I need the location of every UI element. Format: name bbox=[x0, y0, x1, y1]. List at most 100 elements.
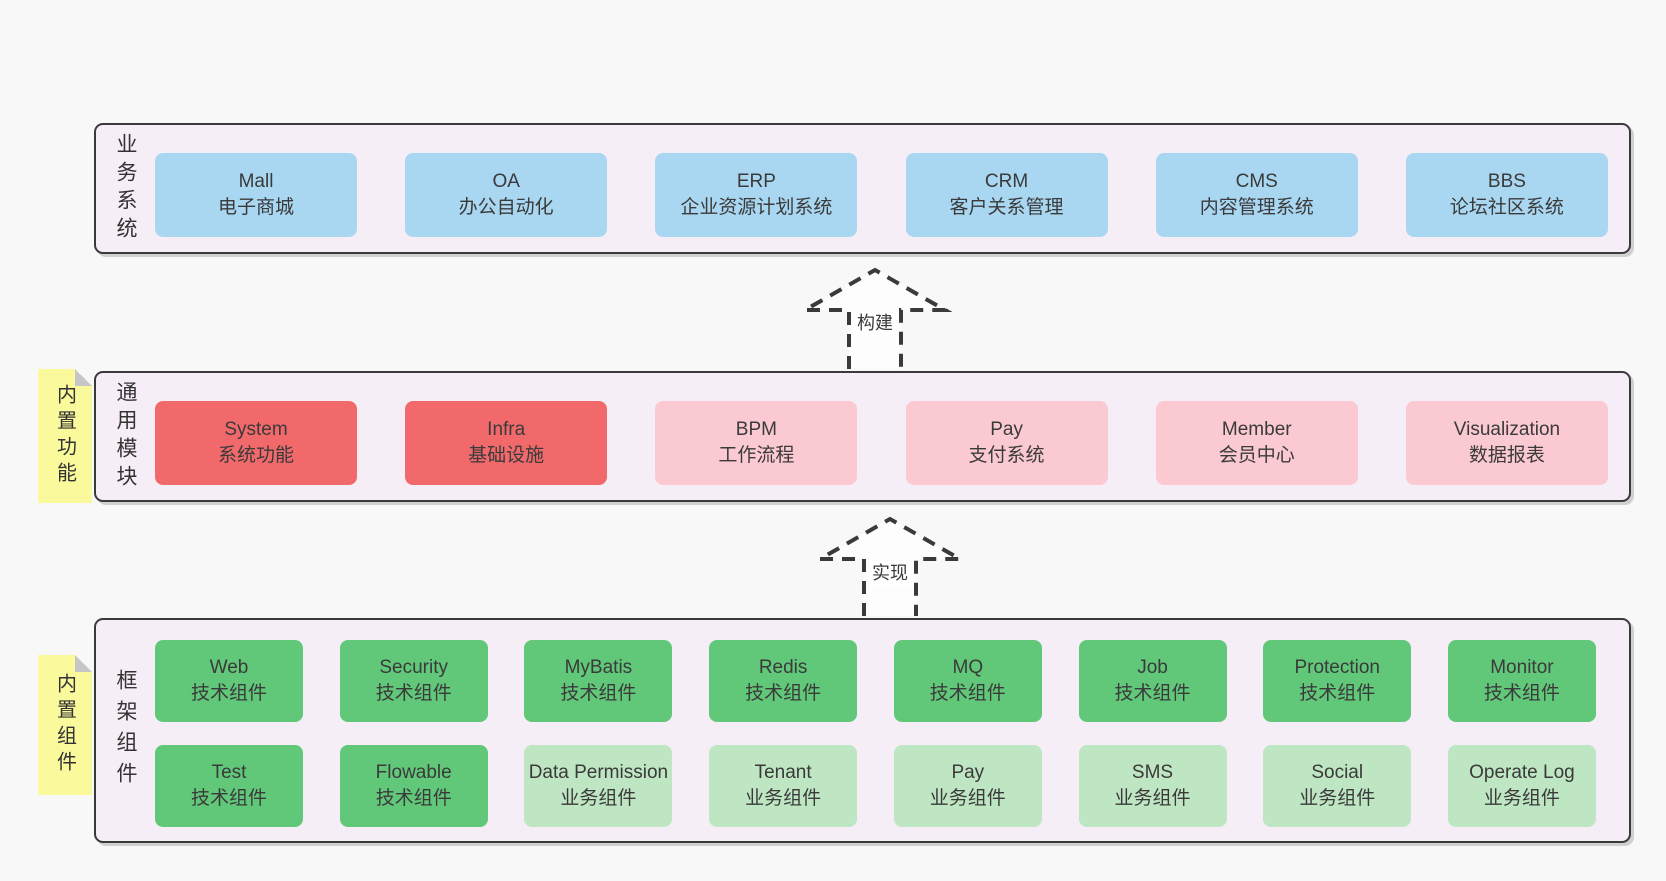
box-name: System bbox=[224, 418, 288, 440]
box-data-permission: Data Permission 业务组件 bbox=[524, 745, 673, 827]
box-crm: CRM 客户关系管理 bbox=[905, 153, 1108, 237]
sticky-note-label: 内置组件 bbox=[53, 673, 76, 777]
box-test: Test 技术组件 bbox=[155, 745, 303, 827]
box-oa: OA 办公自动化 bbox=[405, 153, 608, 237]
box-subtitle: 办公自动化 bbox=[458, 197, 554, 218]
box-name: MQ bbox=[952, 656, 984, 678]
arrow-label: 构建 bbox=[854, 311, 896, 337]
box-subtitle: 业务组件 bbox=[929, 788, 1006, 809]
box-subtitle: 业务组件 bbox=[1299, 788, 1376, 809]
box-pay-system: Pay 支付系统 bbox=[905, 401, 1108, 485]
box-subtitle: 工作流程 bbox=[718, 445, 795, 466]
sticky-note-builtin-features: 内置功能 bbox=[38, 369, 92, 503]
box-name: Web bbox=[209, 656, 249, 678]
box-name: OA bbox=[492, 170, 520, 192]
box-bpm: BPM 工作流程 bbox=[655, 401, 858, 485]
box-tenant: Tenant 业务组件 bbox=[709, 745, 858, 827]
box-monitor: Monitor 技术组件 bbox=[1447, 640, 1596, 722]
box-pay-component: Pay 业务组件 bbox=[893, 745, 1042, 827]
box-name: Operate Log bbox=[1469, 761, 1575, 783]
box-subtitle: 技术组件 bbox=[929, 683, 1006, 704]
box-name: Pay bbox=[990, 418, 1023, 440]
box-name: ERP bbox=[736, 170, 776, 192]
box-row: Mall 电子商城 OA 办公自动化 ERP 企业资源计划系统 CRM 客户关系… bbox=[155, 153, 1608, 237]
box-subtitle: 数据报表 bbox=[1468, 445, 1545, 466]
box-name: Tenant bbox=[754, 761, 812, 783]
box-name: Member bbox=[1221, 418, 1292, 440]
box-job: Job 技术组件 bbox=[1078, 640, 1227, 722]
box-name: Infra bbox=[487, 418, 526, 440]
box-system: System 系统功能 bbox=[155, 401, 357, 485]
box-member: Member 会员中心 bbox=[1155, 401, 1358, 485]
box-mybatis: MyBatis 技术组件 bbox=[524, 640, 673, 722]
box-subtitle: 客户关系管理 bbox=[949, 197, 1064, 218]
sticky-note-builtin-components: 内置组件 bbox=[38, 655, 92, 795]
box-security: Security 技术组件 bbox=[339, 640, 488, 722]
box-mq: MQ 技术组件 bbox=[893, 640, 1042, 722]
layer-common-modules: 通用模块 System 系统功能 Infra 基础设施 BPM 工作流程 Pay… bbox=[94, 371, 1631, 502]
box-subtitle: 技术组件 bbox=[375, 683, 452, 704]
box-row: Test 技术组件 Flowable 技术组件 Data Permission … bbox=[155, 745, 1596, 827]
box-mall: Mall 电子商城 bbox=[155, 153, 357, 237]
box-subtitle: 支付系统 bbox=[968, 445, 1045, 466]
box-infra: Infra 基础设施 bbox=[405, 401, 608, 485]
box-subtitle: 业务组件 bbox=[1483, 788, 1560, 809]
box-name: Social bbox=[1311, 761, 1364, 783]
sticky-note-label: 内置功能 bbox=[53, 384, 76, 488]
box-row: System 系统功能 Infra 基础设施 BPM 工作流程 Pay 支付系统… bbox=[155, 401, 1608, 485]
box-name: Data Permission bbox=[528, 761, 669, 783]
box-name: Protection bbox=[1294, 656, 1380, 678]
box-subtitle: 系统功能 bbox=[217, 445, 294, 466]
box-subtitle: 论坛社区系统 bbox=[1449, 197, 1564, 218]
arrow-build: 构建 bbox=[793, 253, 957, 371]
layer-title: 框架组件 bbox=[114, 668, 137, 793]
box-social: Social 业务组件 bbox=[1263, 745, 1412, 827]
box-subtitle: 基础设施 bbox=[468, 445, 545, 466]
box-name: Flowable bbox=[375, 761, 452, 783]
box-sms: SMS 业务组件 bbox=[1078, 745, 1227, 827]
box-name: Redis bbox=[758, 656, 808, 678]
box-name: Monitor bbox=[1490, 656, 1554, 678]
box-name: Security bbox=[379, 656, 449, 678]
box-subtitle: 会员中心 bbox=[1218, 445, 1295, 466]
arrow-label: 实现 bbox=[869, 561, 911, 587]
box-name: BPM bbox=[735, 418, 777, 440]
box-operate-log: Operate Log 业务组件 bbox=[1447, 745, 1596, 827]
box-subtitle: 业务组件 bbox=[745, 788, 822, 809]
box-name: SMS bbox=[1131, 761, 1174, 783]
box-name: Visualization bbox=[1453, 418, 1561, 440]
box-name: Pay bbox=[951, 761, 985, 783]
box-bbs: BBS 论坛社区系统 bbox=[1405, 153, 1608, 237]
box-name: BBS bbox=[1487, 170, 1526, 192]
box-subtitle: 技术组件 bbox=[190, 788, 267, 809]
box-subtitle: 企业资源计划系统 bbox=[680, 197, 833, 218]
box-name: Test bbox=[211, 761, 247, 783]
box-subtitle: 内容管理系统 bbox=[1199, 197, 1314, 218]
box-name: CMS bbox=[1235, 170, 1278, 192]
box-flowable: Flowable 技术组件 bbox=[339, 745, 488, 827]
box-name: Mall bbox=[238, 170, 274, 192]
box-web: Web 技术组件 bbox=[155, 640, 303, 722]
box-subtitle: 电子商城 bbox=[217, 197, 294, 218]
folded-corner-icon bbox=[75, 655, 92, 672]
box-protection: Protection 技术组件 bbox=[1263, 640, 1412, 722]
layer-title: 业务系统 bbox=[114, 132, 137, 245]
box-row: Web 技术组件 Security 技术组件 MyBatis 技术组件 Redi… bbox=[155, 640, 1596, 722]
box-subtitle: 技术组件 bbox=[375, 788, 452, 809]
box-name: CRM bbox=[984, 170, 1029, 192]
layer-business-systems: 业务系统 Mall 电子商城 OA 办公自动化 ERP 企业资源计划系统 CRM… bbox=[94, 123, 1631, 254]
box-visualization: Visualization 数据报表 bbox=[1405, 401, 1608, 485]
box-name: MyBatis bbox=[564, 656, 633, 678]
box-subtitle: 技术组件 bbox=[1483, 683, 1560, 704]
layer-title: 通用模块 bbox=[114, 380, 137, 493]
box-subtitle: 技术组件 bbox=[745, 683, 822, 704]
box-name: Job bbox=[1137, 656, 1168, 678]
box-subtitle: 技术组件 bbox=[1114, 683, 1191, 704]
box-subtitle: 技术组件 bbox=[190, 683, 267, 704]
box-redis: Redis 技术组件 bbox=[709, 640, 858, 722]
box-subtitle: 技术组件 bbox=[1299, 683, 1376, 704]
box-subtitle: 业务组件 bbox=[1114, 788, 1191, 809]
arrow-implement: 实现 bbox=[808, 503, 972, 618]
box-subtitle: 技术组件 bbox=[560, 683, 637, 704]
